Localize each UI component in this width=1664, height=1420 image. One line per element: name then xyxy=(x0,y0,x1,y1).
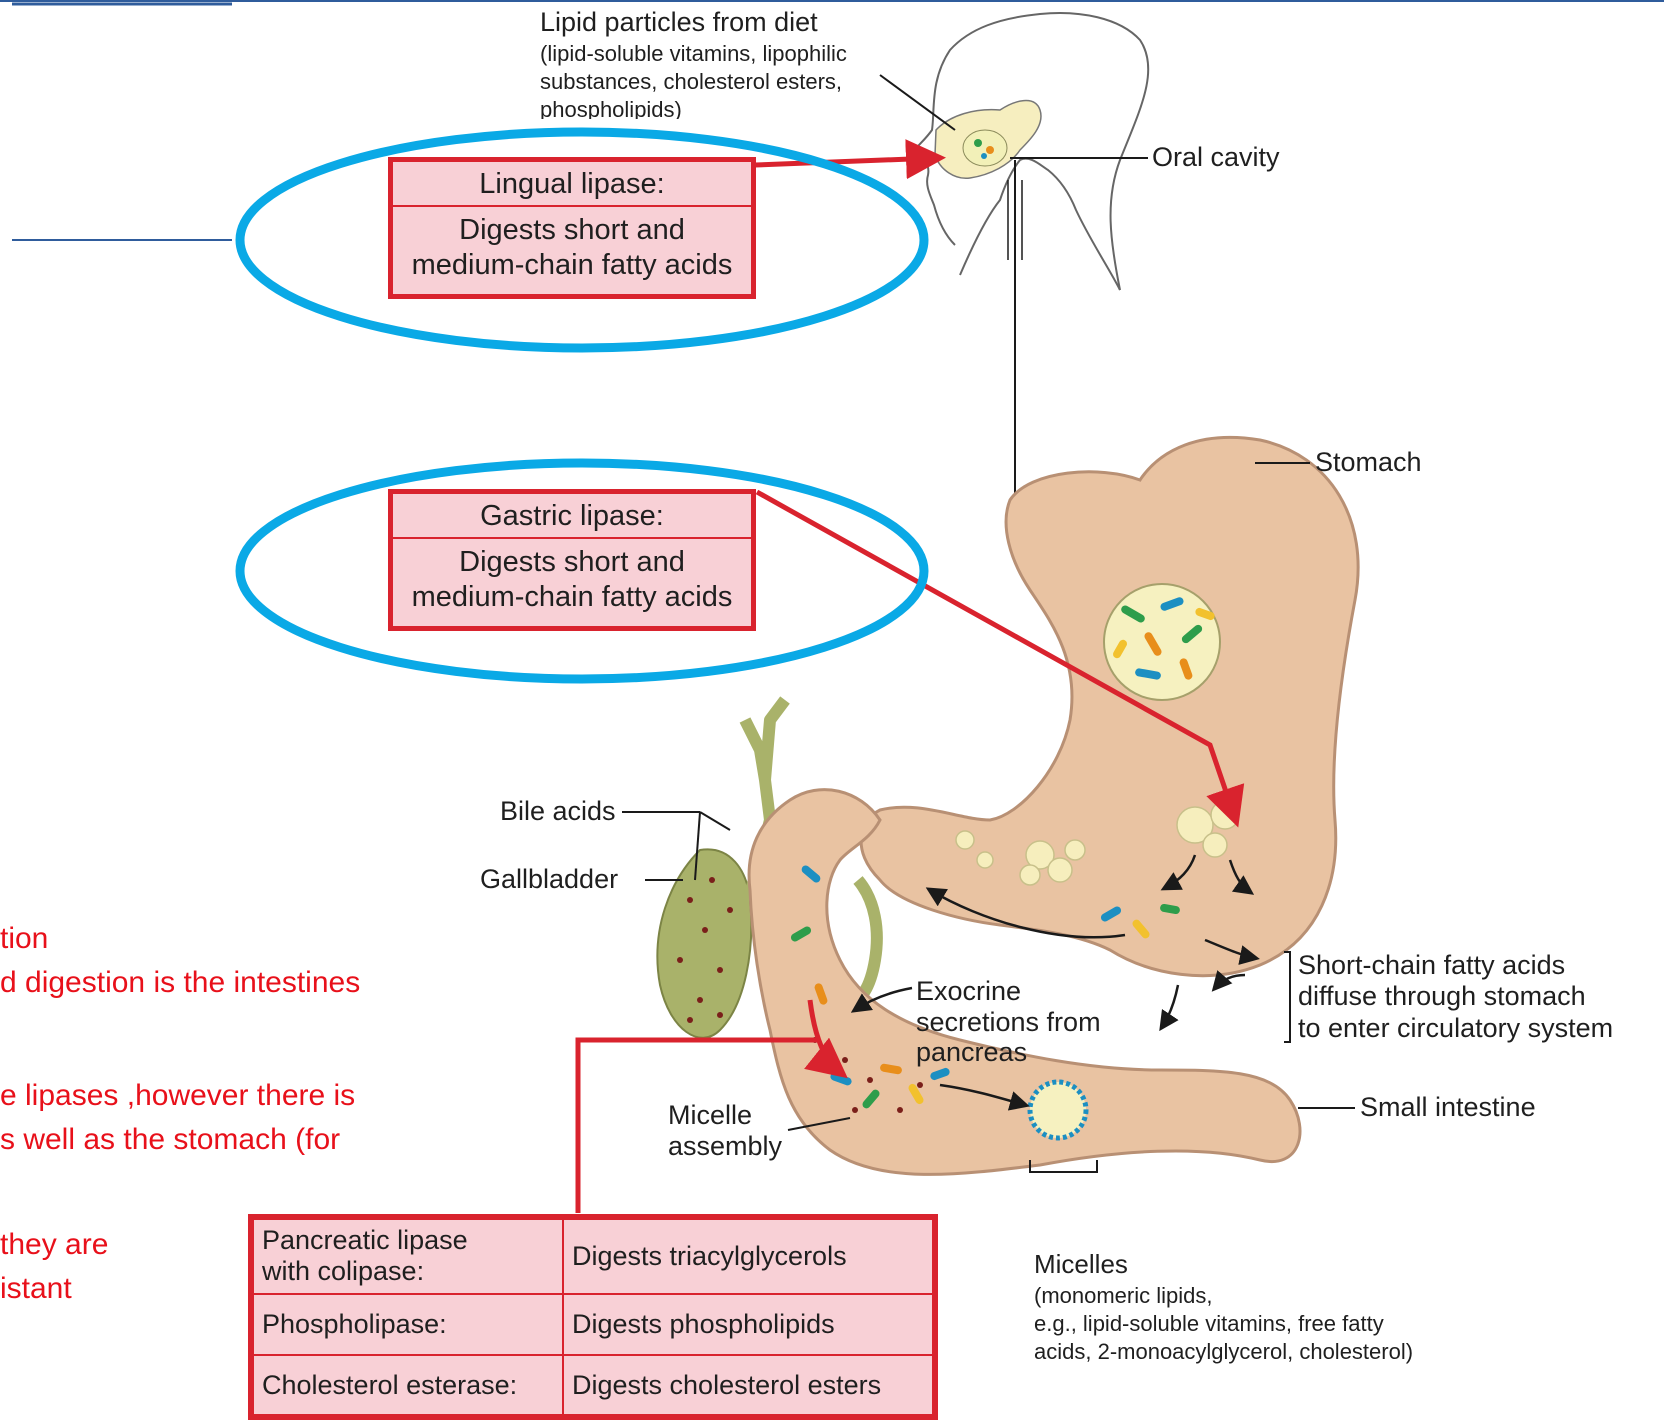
enzyme-name-cell: Cholesterol esterase: xyxy=(251,1355,563,1417)
micelle-assembly-label: Micelle assembly xyxy=(668,1100,782,1161)
micelles-line-2: e.g., lipid-soluble vitamins, free fatty xyxy=(1034,1311,1384,1336)
enzyme-name-line: Pancreatic lipase xyxy=(262,1225,554,1256)
lingual-lipase-desc-2: medium-chain fatty acids xyxy=(397,248,747,283)
note-line-6: istant xyxy=(0,1272,72,1306)
exocrine-line-2: secretions from xyxy=(916,1007,1101,1038)
food-bolus-mouth xyxy=(963,130,1007,166)
micelle-line-1: Micelle xyxy=(668,1100,782,1131)
gallbladder-shape xyxy=(657,849,751,1037)
note-line-2: d digestion is the intestines xyxy=(0,966,360,1000)
head-outline xyxy=(960,159,1120,290)
note-line-5: they are xyxy=(0,1228,108,1262)
enzyme-name-line: with colipase: xyxy=(262,1256,554,1287)
enzyme-name-cell: Phospholipase: xyxy=(251,1294,563,1356)
lipid-dot xyxy=(986,146,994,154)
lingual-red-arrow xyxy=(755,158,936,165)
table-row: Pancreatic lipase with colipase: Digests… xyxy=(251,1217,935,1294)
stomach-shape xyxy=(861,437,1358,975)
enzyme-action-cell: Digests cholesterol esters xyxy=(563,1355,935,1417)
lingual-lipase-desc-1: Digests short and xyxy=(397,213,747,248)
lipid-dot xyxy=(981,153,987,159)
micelles-title: Micelles xyxy=(1034,1250,1128,1279)
exocrine-line-1: Exocrine xyxy=(916,976,1101,1007)
table-row: Cholesterol esterase: Digests cholestero… xyxy=(251,1355,935,1417)
lipid-leader-line xyxy=(880,75,955,130)
gastric-lipase-title: Gastric lipase: xyxy=(393,494,751,539)
enzyme-action-cell: Digests triacylglycerols xyxy=(563,1217,935,1294)
micelles-line-3: acids, 2-monoacylglycerol, cholesterol) xyxy=(1034,1339,1413,1364)
note-line-4: s well as the stomach (for xyxy=(0,1123,340,1157)
lipid-particles-detail-3: phospholipids) xyxy=(540,97,682,119)
bile-acids-leader-line xyxy=(700,812,730,830)
stomach-label: Stomach xyxy=(1315,448,1422,478)
oral-cavity-label: Oral cavity xyxy=(1152,143,1280,173)
short-chain-line-3: to enter circulatory system xyxy=(1298,1013,1613,1044)
exocrine-label: Exocrine secretions from pancreas xyxy=(916,976,1101,1068)
lipid-particles-title: Lipid particles from diet xyxy=(540,8,818,38)
lipid-dot xyxy=(974,139,982,147)
short-chain-bracket xyxy=(1284,952,1290,1042)
micelle-particle xyxy=(1030,1082,1086,1138)
bile-acids-label: Bile acids xyxy=(500,797,616,827)
diffuse-arrow xyxy=(1215,975,1245,988)
table-row: Phospholipase: Digests phospholipids xyxy=(251,1294,935,1356)
lipid-particles-detail-2: substances, cholesterol esters, xyxy=(540,69,842,94)
gastric-lipase-desc-2: medium-chain fatty acids xyxy=(397,580,747,615)
small-intestine-label: Small intestine xyxy=(1360,1093,1536,1123)
short-chain-line-2: diffuse through stomach xyxy=(1298,981,1613,1012)
gastric-lipase-box: Gastric lipase: Digests short and medium… xyxy=(388,489,756,631)
short-chain-line-1: Short-chain fatty acids xyxy=(1298,950,1613,981)
note-line-1: tion xyxy=(0,922,48,956)
micelles-line-1: (monomeric lipids, xyxy=(1034,1283,1213,1308)
gallbladder-label: Gallbladder xyxy=(480,865,618,895)
lipid-particles-detail-1: (lipid-soluble vitamins, lipophilic xyxy=(540,41,847,66)
pancreatic-enzyme-table: Pancreatic lipase with colipase: Digests… xyxy=(248,1214,938,1420)
note-line-3: e lipases ,however there is xyxy=(0,1079,355,1113)
enzyme-name-cell: Pancreatic lipase with colipase: xyxy=(251,1217,563,1294)
lingual-lipase-box: Lingual lipase: Digests short and medium… xyxy=(388,157,756,299)
enzyme-action-cell: Digests phospholipids xyxy=(563,1294,935,1356)
gastric-lipase-desc-1: Digests short and xyxy=(397,545,747,580)
micelle-line-2: assembly xyxy=(668,1131,782,1162)
exocrine-line-3: pancreas xyxy=(916,1037,1101,1068)
diffuse-arrow xyxy=(1162,985,1178,1027)
short-chain-label: Short-chain fatty acids diffuse through … xyxy=(1298,950,1613,1044)
lingual-lipase-title: Lingual lipase: xyxy=(393,162,751,207)
